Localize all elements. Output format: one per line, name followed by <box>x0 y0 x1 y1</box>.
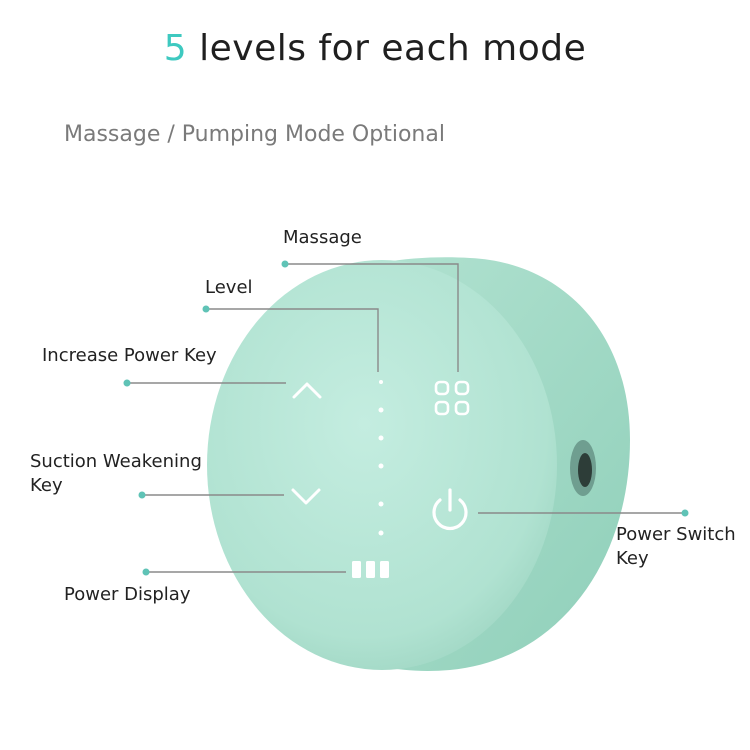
battery-bars-icon <box>352 561 389 578</box>
title-number: 5 <box>163 28 188 69</box>
level-indicator <box>378 380 384 536</box>
power-icon[interactable] <box>432 488 468 531</box>
side-port <box>570 440 596 496</box>
label-power-switch-key: Power Switch Key <box>616 523 736 571</box>
label-massage: Massage <box>283 227 362 248</box>
label-level: Level <box>205 277 253 298</box>
grid-four-icon[interactable] <box>434 380 470 416</box>
label-suction-line1: Suction Weakening <box>30 451 202 472</box>
label-power-switch-line1: Power Switch <box>616 524 736 545</box>
subtitle: Massage / Pumping Mode Optional <box>64 122 445 147</box>
label-suction-line2: Key <box>30 475 63 496</box>
leader-lines <box>127 263 685 573</box>
label-increase-power-key: Increase Power Key <box>42 345 217 366</box>
chevron-up-icon[interactable] <box>292 382 322 399</box>
page-title: 5 levels for each mode <box>0 28 750 69</box>
title-text: levels for each mode <box>187 28 587 69</box>
label-power-display: Power Display <box>64 584 191 605</box>
label-power-switch-line2: Key <box>616 548 649 569</box>
leader-dots <box>123 260 689 576</box>
label-suction-weakening-key: Suction Weakening Key <box>30 450 202 498</box>
chevron-down-icon[interactable] <box>291 488 321 505</box>
